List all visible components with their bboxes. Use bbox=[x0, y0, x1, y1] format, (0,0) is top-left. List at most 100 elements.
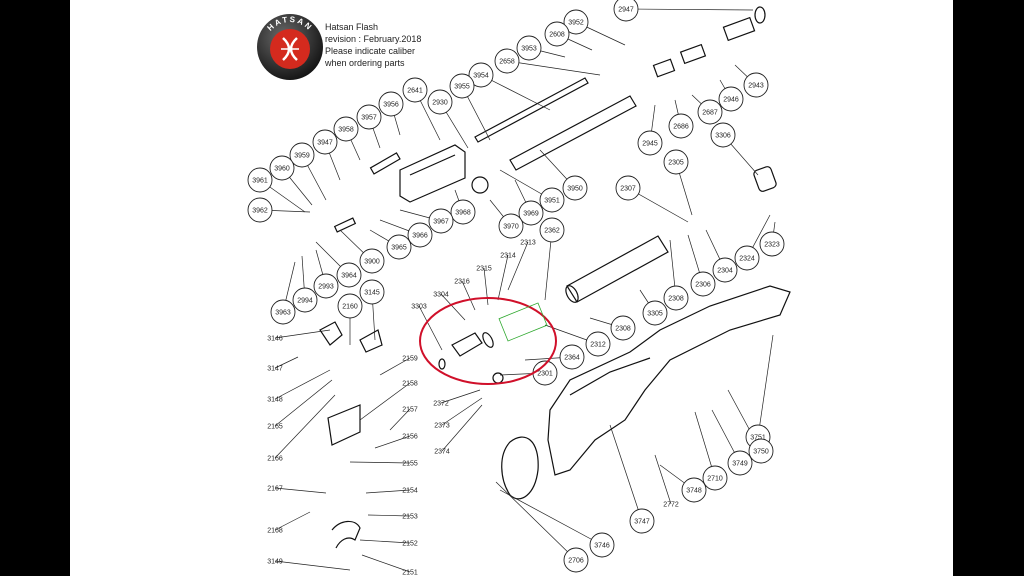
barrel-part bbox=[474, 77, 589, 143]
part-number-label: 2160 bbox=[342, 304, 358, 311]
part-callout-bubble bbox=[562, 175, 588, 201]
leader-line bbox=[374, 435, 411, 449]
valve-body-part bbox=[451, 332, 483, 357]
part-number-label: 2154 bbox=[402, 488, 418, 495]
part-callout-bubble bbox=[642, 300, 668, 326]
air-tube-part bbox=[509, 95, 637, 171]
leader-line bbox=[461, 280, 476, 311]
part-number-label: 2608 bbox=[549, 32, 565, 39]
part-number-label: 2166 bbox=[267, 456, 283, 463]
part-callout-bubble bbox=[544, 21, 570, 47]
spacer-part bbox=[652, 58, 676, 78]
order-note-line-1: Please indicate caliber bbox=[325, 46, 416, 56]
part-number-label: 2305 bbox=[668, 160, 684, 167]
stock-detail-part bbox=[569, 357, 651, 396]
part-number-label: 2306 bbox=[695, 282, 711, 289]
part-number-label: 3749 bbox=[732, 461, 748, 468]
part-number-label: 3306 bbox=[715, 133, 731, 140]
leader-line bbox=[495, 481, 577, 561]
part-number-label: 3751 bbox=[750, 435, 766, 442]
part-number-label: 3956 bbox=[383, 102, 399, 109]
leader-line bbox=[389, 408, 411, 431]
part-callout-bubble bbox=[668, 113, 694, 139]
leader-line bbox=[359, 539, 411, 544]
part-callout-bubble bbox=[494, 48, 520, 74]
part-number-label: 2324 bbox=[739, 256, 755, 263]
part-number-label: 2706 bbox=[568, 558, 584, 565]
part-number-label: 3964 bbox=[341, 273, 357, 280]
part-number-label: 3304 bbox=[433, 292, 449, 299]
part-number-label: 2157 bbox=[402, 407, 418, 414]
receiver-detail-part bbox=[409, 154, 456, 176]
part-number-label: 3149 bbox=[267, 559, 283, 566]
bushing-part bbox=[679, 43, 707, 65]
part-callout-bubble bbox=[402, 77, 428, 103]
part-number-label: 2315 bbox=[476, 266, 492, 273]
leader-line bbox=[274, 511, 311, 531]
part-number-label: 2153 bbox=[402, 514, 418, 521]
part-number-label: 2165 bbox=[267, 424, 283, 431]
seal-part bbox=[438, 358, 446, 370]
header-block: Hatsan Flash revision : February.2018 Pl… bbox=[325, 21, 421, 69]
part-callout-bubble bbox=[378, 91, 404, 117]
part-callout-bubble bbox=[702, 465, 728, 491]
trigger-housing-part bbox=[327, 404, 361, 446]
part-number-label: 2373 bbox=[434, 423, 450, 430]
part-number-label: 2152 bbox=[402, 541, 418, 548]
bolt-part bbox=[369, 152, 401, 175]
part-callout-bubble bbox=[663, 285, 689, 311]
part-number-label: 3967 bbox=[433, 219, 449, 226]
part-callout-bubble bbox=[610, 315, 636, 341]
leader-line bbox=[274, 487, 327, 494]
part-callout-bubble bbox=[337, 293, 363, 319]
part-number-label: 2316 bbox=[454, 279, 470, 286]
leader-line bbox=[349, 461, 411, 464]
part-callout-bubble bbox=[743, 72, 769, 98]
part-callout-bubble bbox=[539, 217, 565, 243]
part-number-label: 3951 bbox=[544, 198, 560, 205]
sear-part bbox=[359, 329, 383, 353]
part-number-label: 3955 bbox=[454, 84, 470, 91]
part-callout-bubble bbox=[727, 450, 753, 476]
hatsan-logo: HATSAN bbox=[255, 12, 325, 82]
part-number-label: 3950 bbox=[567, 186, 583, 193]
part-number-label: 2943 bbox=[748, 83, 764, 90]
safety-lever-part bbox=[319, 321, 343, 346]
part-callout-bubble bbox=[518, 200, 544, 226]
part-number-label: 2641 bbox=[407, 88, 423, 95]
receiver-block-part bbox=[399, 144, 466, 203]
air-cylinder-part bbox=[566, 235, 669, 303]
leader-line bbox=[274, 369, 331, 400]
part-callout-bubble bbox=[734, 245, 760, 271]
leader-line bbox=[654, 454, 672, 505]
part-callout-bubble bbox=[247, 197, 273, 223]
part-number-label: 2686 bbox=[673, 124, 689, 131]
part-callout-bubble bbox=[270, 299, 296, 325]
diagram-title: Hatsan Flash bbox=[325, 22, 379, 32]
butt-pad-part bbox=[501, 436, 539, 500]
part-number-label: 2323 bbox=[764, 242, 780, 249]
leader-line bbox=[483, 267, 489, 306]
part-callout-bubble bbox=[386, 234, 412, 260]
part-number-label: 2168 bbox=[267, 528, 283, 535]
part-number-label: 3970 bbox=[503, 224, 519, 231]
part-callout-bubble bbox=[289, 142, 315, 168]
part-number-label: 2308 bbox=[615, 326, 631, 333]
part-number-label: 3960 bbox=[274, 166, 290, 173]
highlight-circle bbox=[419, 297, 557, 385]
part-callout-bubble bbox=[697, 99, 723, 125]
leader-line bbox=[361, 554, 411, 573]
part-number-label: 2158 bbox=[402, 381, 418, 388]
part-number-label: 2362 bbox=[544, 228, 560, 235]
leader-line bbox=[497, 254, 509, 301]
part-number-label: 2159 bbox=[402, 356, 418, 363]
part-callout-bubble bbox=[333, 116, 359, 142]
part-number-label: 3954 bbox=[473, 73, 489, 80]
leader-line bbox=[418, 305, 443, 351]
part-callout-bubble bbox=[427, 89, 453, 115]
order-note-line-2: when ordering parts bbox=[325, 58, 405, 68]
part-number-label: 2930 bbox=[432, 100, 448, 107]
part-number-label: 2947 bbox=[618, 7, 634, 14]
part-callout-bubble bbox=[356, 104, 382, 130]
part-callout-bubble bbox=[563, 547, 589, 573]
